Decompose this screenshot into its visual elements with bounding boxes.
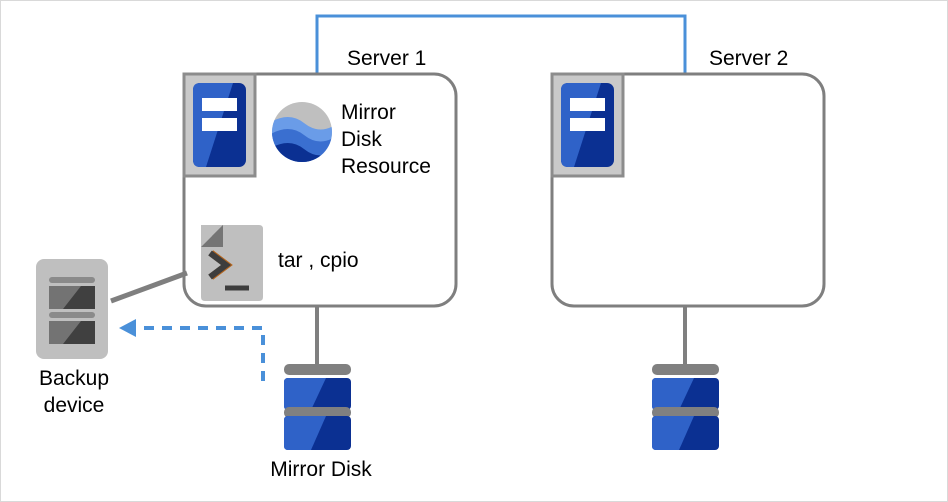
server-1-title: Server 1 [347,47,427,70]
script-file-icon [201,225,263,301]
mirror-disk-left[interactable] [284,364,351,450]
backup-device-icon[interactable] [36,259,108,359]
backup-device-label: Backup device [38,367,110,417]
mirror-disk-resource-label: Mirror Disk Resource [341,101,431,178]
mirror-disk-right[interactable] [652,364,719,450]
server-icon-1 [182,72,257,178]
mirror-disk-label: Mirror Disk [270,458,372,481]
tar-cpio-label: tar , cpio [278,249,359,272]
backup-device-to-server1-line [110,270,188,304]
server-2-title: Server 2 [709,47,789,70]
mirror-disk-to-backup-device-arrow [119,319,265,381]
mirror-disk-resource-icon [272,102,332,162]
interconnect-link [315,14,687,75]
server-icon-2 [550,72,625,178]
